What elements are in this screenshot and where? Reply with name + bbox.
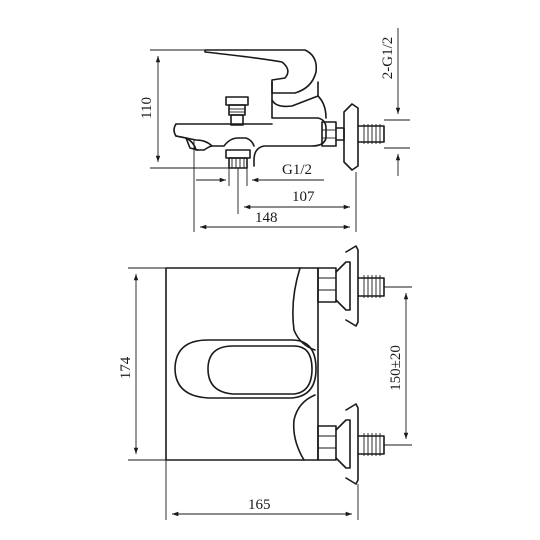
front-handle <box>292 267 316 461</box>
front-body <box>165 267 319 461</box>
dim-width-front: 165 <box>165 460 359 520</box>
wall-flange <box>343 103 359 171</box>
front-connector-bottom <box>317 403 385 485</box>
dim-height-front-label: 174 <box>118 356 134 379</box>
dim-outlet-to-back-label: 107 <box>292 189 315 205</box>
dim-outlet-thread-label: G1/2 <box>282 162 312 178</box>
front-connector-top <box>317 245 385 327</box>
dim-thread-pair: 2-G1/2 <box>380 28 410 176</box>
dim-height-side-label: 110 <box>139 97 155 119</box>
dim-centers: 150±20 <box>384 286 412 446</box>
spout <box>173 123 273 147</box>
diverter-knob <box>225 96 249 126</box>
front-lever <box>174 339 317 399</box>
faucet-body <box>253 99 327 167</box>
dim-outlet-to-back: 107 <box>237 168 357 232</box>
front-view: 174 150±20 165 <box>118 245 412 520</box>
dim-total-depth-label: 148 <box>255 210 278 226</box>
dim-total-depth: 148 <box>193 140 350 232</box>
dim-outlet-thread: G1/2 <box>196 162 324 186</box>
dim-height-front: 174 <box>118 267 166 461</box>
dim-thread-pair-label: 2-G1/2 <box>380 37 396 80</box>
handle-body <box>271 81 319 108</box>
lever-handle <box>204 49 318 94</box>
side-view: 110 2-G1/2 G1/2 107 <box>139 28 410 232</box>
threaded-pipe <box>357 124 385 144</box>
dim-height-side: 110 <box>139 49 230 169</box>
eccentric-connector <box>321 121 345 147</box>
dim-centers-label: 150±20 <box>388 345 404 391</box>
dim-width-front-label: 165 <box>248 497 271 513</box>
outlet-thread <box>225 149 251 169</box>
